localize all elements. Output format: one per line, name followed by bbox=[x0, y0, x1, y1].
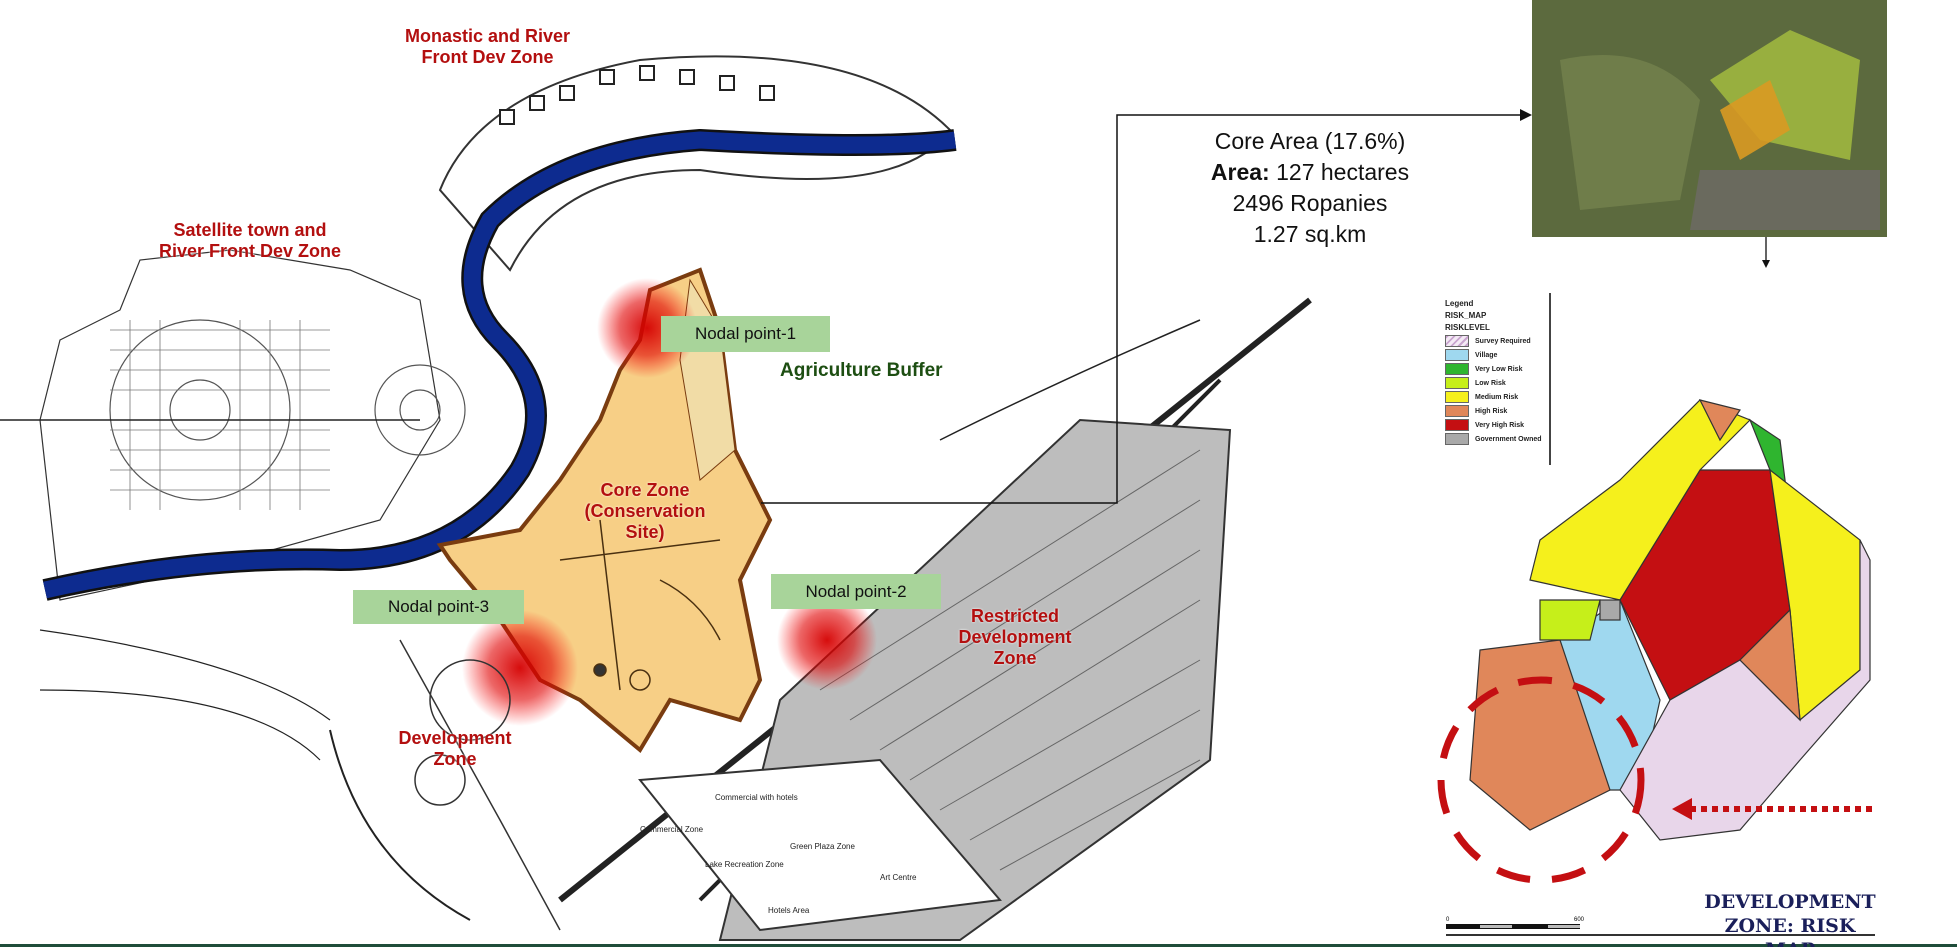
legend-item: Village bbox=[1445, 349, 1545, 361]
area-label: Area: bbox=[1210, 159, 1270, 185]
legend-label: Very High Risk bbox=[1475, 421, 1525, 429]
map-label-green-plaza: Green Plaza Zone bbox=[790, 842, 855, 851]
legend-swatch bbox=[1445, 419, 1469, 431]
aerial-photo bbox=[1532, 0, 1887, 237]
risk-legend: Legend RISK_MAP RISKLEVEL Survey Require… bbox=[1441, 293, 1551, 465]
legend-item: High Risk bbox=[1445, 405, 1545, 417]
highlight-dashed-circle bbox=[1437, 676, 1645, 884]
map-label-art-centre: Art Centre bbox=[880, 873, 917, 882]
core-area-sqkm: 1.27 sq.km bbox=[1253, 221, 1367, 247]
area-value: 127 hectares bbox=[1269, 159, 1410, 185]
development-zone-label: Development Zone bbox=[398, 728, 512, 769]
core-area-hectares: Area: 127 hectares bbox=[1175, 157, 1445, 188]
scale-bar bbox=[1446, 924, 1875, 936]
nodal-point-3-hotspot bbox=[462, 610, 578, 726]
monastic-zone-outline bbox=[438, 55, 952, 272]
legend-label: Village bbox=[1475, 351, 1498, 359]
risk-map bbox=[1469, 399, 1871, 841]
core-area-ropanies: 2496 Ropanies bbox=[1232, 190, 1388, 216]
legend-swatch bbox=[1445, 335, 1469, 347]
legend-label: High Risk bbox=[1475, 407, 1508, 415]
nodal-point-1-label: Nodal point-1 bbox=[661, 316, 830, 352]
development-zone-area bbox=[399, 639, 561, 931]
callout-arrowhead bbox=[1520, 109, 1532, 121]
legend-layer: RISK_MAP bbox=[1445, 311, 1487, 320]
scale-end: 600 bbox=[1574, 917, 1585, 923]
legend-item: Very Low Risk bbox=[1445, 363, 1545, 375]
legend-swatch bbox=[1445, 349, 1469, 361]
legend-label: Survey Required bbox=[1475, 337, 1531, 345]
legend-swatch bbox=[1445, 433, 1469, 445]
scale-start: 0 bbox=[1446, 917, 1450, 923]
bottom-border bbox=[0, 944, 1957, 947]
legend-label: Government Owned bbox=[1475, 435, 1542, 443]
map-label-lake-recreation: Lake Recreation Zone bbox=[705, 860, 784, 869]
legend-item: Medium Risk bbox=[1445, 391, 1545, 403]
restricted-zone-label: Restricted Development Zone bbox=[958, 606, 1072, 668]
monastic-buildings bbox=[499, 65, 775, 125]
map-label-commercial-hotels: Commercial with hotels bbox=[715, 793, 798, 802]
legend-title: Legend bbox=[1445, 299, 1474, 308]
legend-swatch bbox=[1445, 377, 1469, 389]
legend-label: Medium Risk bbox=[1475, 393, 1519, 401]
legend-swatch bbox=[1445, 391, 1469, 403]
nodal-point-1-hotspot bbox=[597, 278, 697, 378]
satellite-zone-label: Satellite town and River Front Dev Zone bbox=[158, 220, 342, 261]
core-zone-label: Core Zone (Conservation Site) bbox=[584, 480, 706, 542]
agriculture-buffer-label: Agriculture Buffer bbox=[780, 360, 943, 381]
legend-item: Survey Required bbox=[1445, 335, 1545, 347]
grid-blocks-west bbox=[110, 320, 330, 510]
legend-swatch bbox=[1445, 363, 1469, 375]
legend-label: Low Risk bbox=[1475, 379, 1506, 387]
legend-item: Very High Risk bbox=[1445, 419, 1545, 431]
core-area-info: Core Area (17.6%) Area: 127 hectares 249… bbox=[1175, 126, 1445, 250]
commercial-zone bbox=[638, 758, 1002, 932]
map-label-hotels-area: Hotels Area bbox=[768, 906, 810, 915]
legend-field: RISKLEVEL bbox=[1445, 323, 1490, 332]
risk-map-title: DEVELOPMENT ZONE: RISK MAP bbox=[1704, 891, 1876, 947]
legend-label: Very Low Risk bbox=[1475, 365, 1523, 373]
nodal-point-2-label: Nodal point-2 bbox=[771, 574, 941, 609]
callout-line bbox=[761, 114, 1520, 504]
core-area-percent: Core Area (17.6%) bbox=[1214, 128, 1406, 154]
map-label-commercial-zone: Commercial Zone bbox=[640, 825, 704, 834]
nodal-point-3-label: Nodal point-3 bbox=[353, 590, 524, 624]
legend-item: Government Owned bbox=[1445, 433, 1545, 445]
legend-swatch bbox=[1445, 405, 1469, 417]
legend-item: Low Risk bbox=[1445, 377, 1545, 389]
nodal-point-2-hotspot bbox=[777, 590, 877, 690]
monastic-zone-label: Monastic and River Front Dev Zone bbox=[404, 26, 571, 67]
